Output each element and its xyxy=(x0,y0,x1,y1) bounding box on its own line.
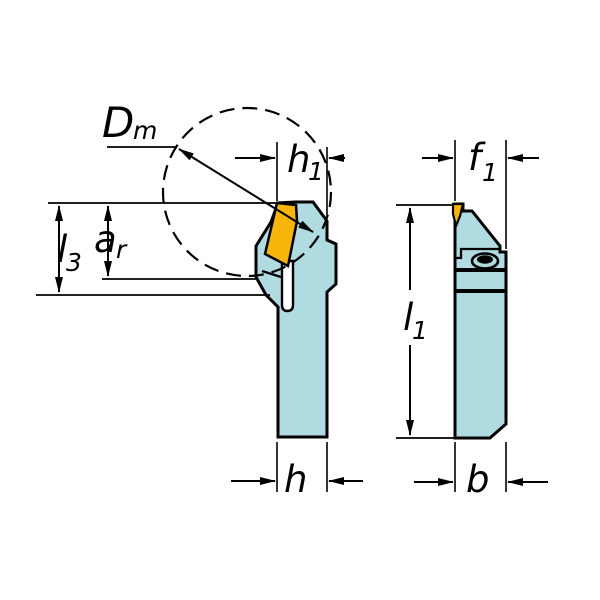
label-h1-main: h xyxy=(287,138,310,181)
label-l3-sub: 3 xyxy=(66,248,82,277)
label-dm-main: D xyxy=(102,98,134,147)
label-l1-sub: 1 xyxy=(412,316,428,345)
label-ar-sub: r xyxy=(116,235,128,264)
tool-body-front-view xyxy=(453,202,508,440)
label-b-main: b xyxy=(466,458,490,501)
label-f1-sub: 1 xyxy=(482,158,498,187)
label-dm-sub: m xyxy=(133,116,157,145)
workpiece-circle xyxy=(161,106,333,278)
label-l1-main: l xyxy=(403,296,414,339)
label-h1-sub: 1 xyxy=(308,157,324,186)
label-l3-main: l xyxy=(57,228,68,271)
label-ar-main: a xyxy=(94,218,117,261)
insert-pocket-line xyxy=(261,269,282,279)
clamp-slot xyxy=(280,259,295,313)
clamp-seat-line xyxy=(455,247,500,260)
label-h-main: h xyxy=(284,458,307,501)
cutting-insert-front-view xyxy=(451,202,465,230)
dm-diameter-arrow xyxy=(178,148,314,233)
clamp-screw-socket xyxy=(477,255,493,264)
